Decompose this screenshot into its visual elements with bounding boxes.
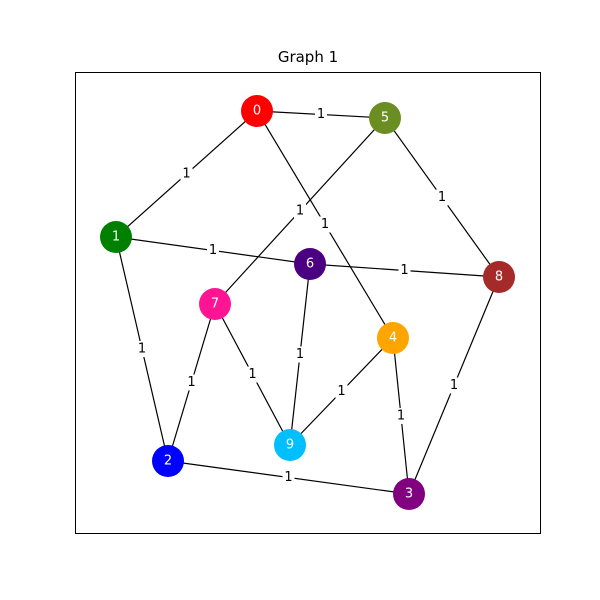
- node-9: 9: [274, 429, 306, 461]
- node-label: 9: [286, 438, 294, 453]
- node-5: 5: [369, 102, 401, 134]
- edge-weight-label: 1: [182, 167, 190, 182]
- edge-label-background: [395, 408, 407, 424]
- edge-weight-label: 1: [450, 378, 458, 393]
- edge-weight-label: 1: [248, 367, 256, 382]
- node-circle: [152, 445, 184, 477]
- edge-weight-label: 1: [187, 375, 195, 390]
- node-1: 1: [100, 221, 132, 253]
- node-circle: [199, 288, 231, 320]
- edge-label-background: [282, 469, 295, 486]
- edge-label-background: [246, 366, 259, 383]
- edge-weight-label: 1: [296, 347, 304, 362]
- node-8: 8: [483, 261, 515, 293]
- node-circle: [241, 95, 273, 127]
- node-circle: [274, 429, 306, 461]
- node-0: 0: [241, 95, 273, 127]
- node-label: 4: [389, 331, 397, 346]
- node-label: 7: [211, 297, 219, 312]
- node-label: 2: [164, 454, 172, 469]
- edge-weight-label: 1: [317, 107, 325, 122]
- edge-weight-label: 1: [138, 342, 146, 357]
- edge-label-background: [448, 377, 460, 394]
- node-label: 1: [112, 230, 120, 245]
- edge-weight-label: 1: [397, 409, 405, 424]
- node-2: 2: [152, 445, 184, 477]
- node-label: 5: [381, 111, 389, 126]
- node-3: 3: [393, 478, 425, 510]
- nodes-layer: 0 1 2 3 4 5 6 7 8 9: [100, 95, 515, 510]
- node-label: 3: [405, 487, 413, 502]
- node-7: 7: [199, 288, 231, 320]
- edge-label-background: [315, 106, 327, 123]
- edge-weight-label: 1: [337, 384, 345, 399]
- edge-weight-label: 1: [284, 470, 292, 485]
- node-4: 4: [377, 322, 409, 354]
- edge-weight-label: 1: [296, 204, 304, 219]
- edge-label-background: [398, 262, 411, 279]
- node-circle: [377, 322, 409, 354]
- edge-weight-label: 1: [400, 263, 408, 278]
- node-circle: [100, 221, 132, 253]
- graph-title: Graph 1: [277, 48, 339, 66]
- edge-weight-label: 1: [438, 190, 446, 205]
- node-circle: [294, 248, 326, 280]
- edge-label-background: [335, 383, 348, 400]
- node-6: 6: [294, 248, 326, 280]
- edge-weight-label: 1: [321, 217, 329, 232]
- edge-label-background: [319, 216, 331, 233]
- edge-labels-layer: 1 1 1 1 1 1 1 1 1 1 1 1 1 1 1: [136, 106, 460, 486]
- node-circle: [393, 478, 425, 510]
- edge-label-background: [436, 189, 448, 206]
- edge-label-background: [185, 374, 198, 391]
- edge-label-background: [180, 166, 193, 182]
- plot-frame: [75, 72, 541, 534]
- edge-label-background: [294, 346, 306, 363]
- edge-label-background: [294, 203, 306, 219]
- edge-label-background: [136, 341, 148, 357]
- edges-layer: [115, 110, 500, 495]
- edge-label-background: [207, 242, 219, 259]
- node-label: 0: [253, 104, 261, 119]
- node-circle: [369, 102, 401, 134]
- node-circle: [483, 261, 515, 293]
- node-label: 8: [495, 270, 503, 285]
- edge-weight-label: 1: [209, 243, 217, 258]
- node-label: 6: [306, 257, 314, 272]
